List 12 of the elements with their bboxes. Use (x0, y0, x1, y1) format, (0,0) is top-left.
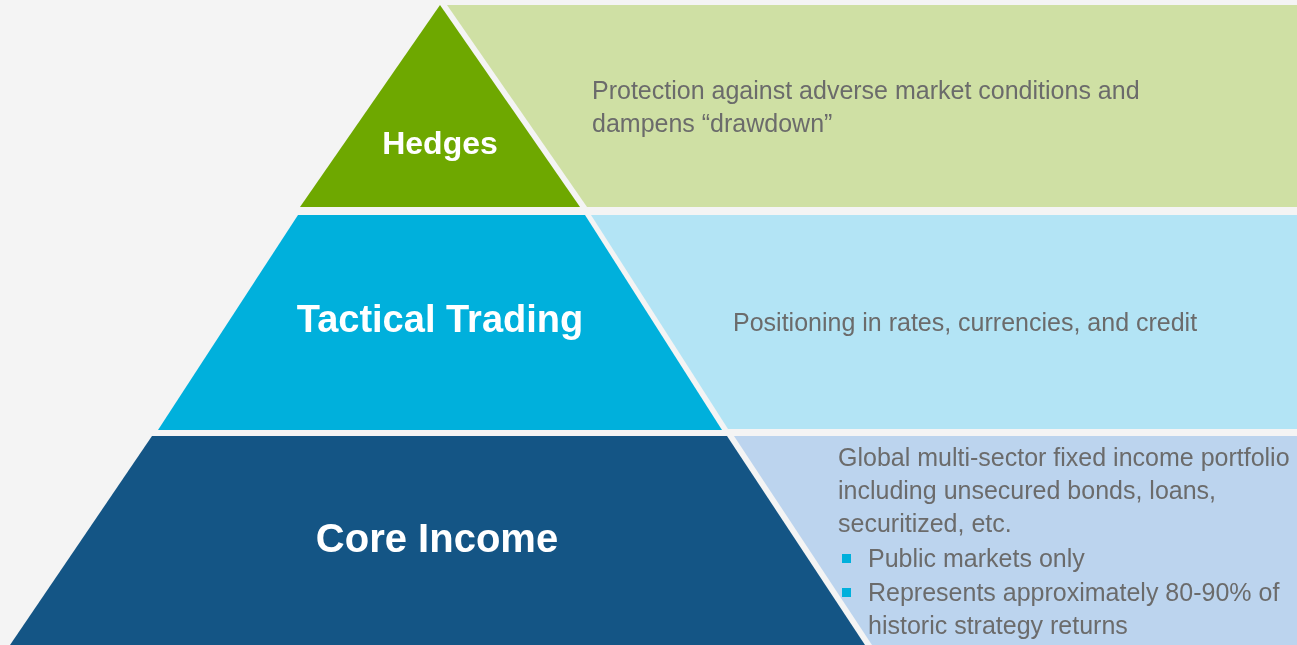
bullet-text: Represents approximately 80-90% of historic strategy returns (868, 577, 1281, 641)
description-text: Global multi-sector fixed income portfolio including unsecured bonds, loans, securitized, etc. (838, 442, 1291, 539)
pyramid-tier (300, 5, 580, 207)
tier-label: Tactical Trading (295, 298, 585, 341)
description-text: Positioning in rates, currencies, and credit (733, 307, 1199, 338)
description-panel (734, 436, 1297, 645)
tier-label: Hedges (381, 125, 499, 162)
description-panel (591, 215, 1297, 429)
tier-label: Core Income (314, 516, 560, 561)
bullet-text: Public markets only (868, 543, 1086, 574)
pyramid-tier (158, 215, 722, 430)
description-text: Protection against adverse market conditions and dampens “drawdown” (592, 75, 1141, 139)
